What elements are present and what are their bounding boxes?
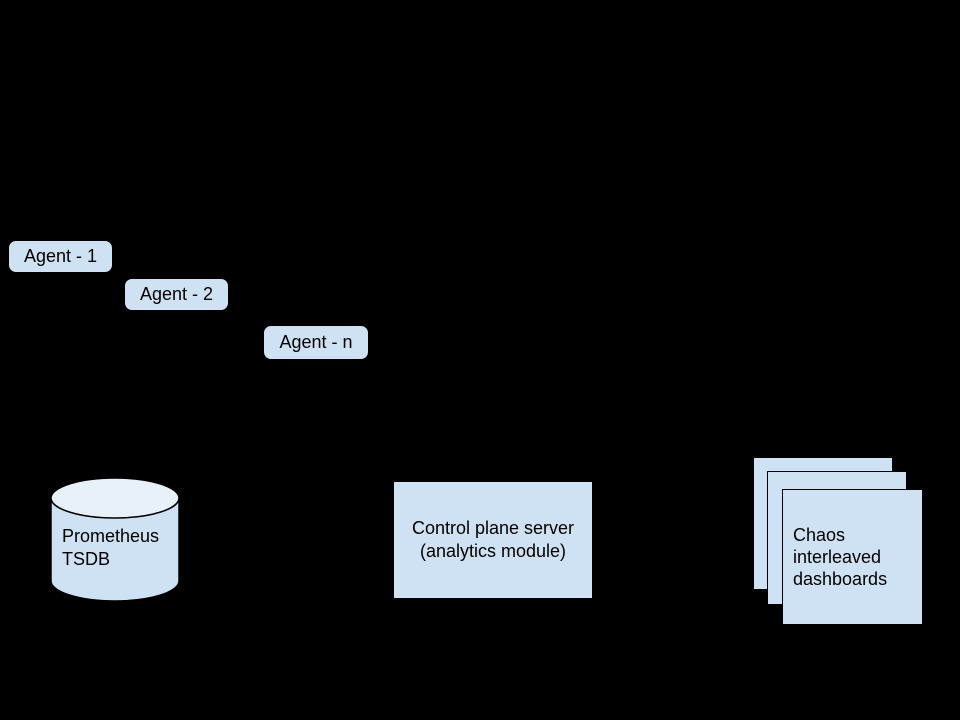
dashboards-label: Chaos interleaved dashboards bbox=[793, 525, 888, 589]
agent-node-2-label: Agent - 2 bbox=[139, 284, 214, 304]
agent-node-1: Agent - 1 bbox=[8, 240, 113, 273]
cylinder-body bbox=[50, 498, 180, 602]
agent-node-n: Agent - n bbox=[263, 325, 369, 360]
connector-arrow-icon bbox=[593, 532, 767, 544]
agent-node-1-label: Agent - 1 bbox=[23, 246, 98, 266]
prometheus-tsdb-label: Prometheus TSDB bbox=[62, 526, 160, 569]
dashboard-card-front: Chaos interleaved dashboards bbox=[782, 489, 923, 625]
agent-node-n-label: Agent - n bbox=[279, 332, 353, 352]
control-plane-node: Control plane server (analytics module) bbox=[393, 481, 593, 599]
cylinder-shape bbox=[50, 477, 180, 602]
agent-node-2: Agent - 2 bbox=[124, 278, 229, 311]
prometheus-tsdb-cylinder: Prometheus TSDB bbox=[50, 477, 180, 603]
cylinder-top bbox=[50, 477, 180, 519]
control-plane-label: Control plane server (analytics module) bbox=[411, 518, 575, 561]
